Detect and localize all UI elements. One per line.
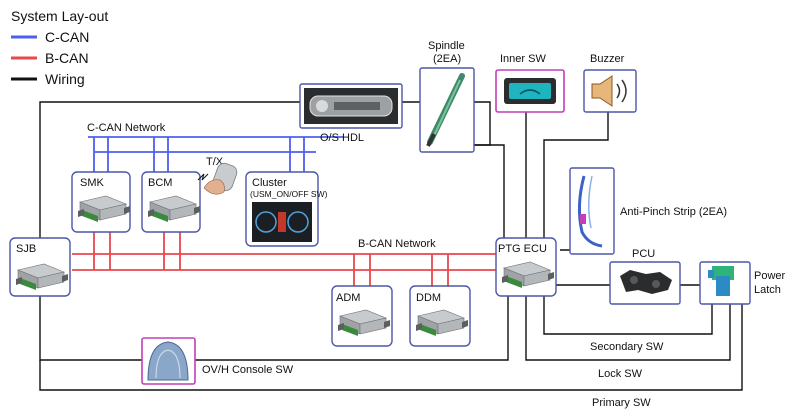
- cluster-label-line2: (USM_ON/OFF SW): [250, 189, 328, 199]
- ptg-ecu-component: [495, 237, 557, 297]
- b-can-network-label: B-CAN Network: [358, 238, 436, 250]
- legend-label-b-can: B-CAN: [45, 50, 89, 66]
- ddm-label: DDM: [416, 292, 441, 304]
- bcm-component: [141, 171, 201, 233]
- ddm-component: [409, 285, 471, 347]
- power-latch-label-line1: Power: [754, 270, 786, 282]
- bcm-label: BCM: [148, 177, 172, 189]
- power-latch-label-line2: Latch: [754, 284, 781, 296]
- legend-title: System Lay-out: [11, 8, 108, 24]
- b-can-lines: [72, 232, 496, 286]
- cluster-component: [245, 171, 319, 247]
- pcu-label: PCU: [632, 248, 655, 260]
- smk-label: SMK: [80, 177, 105, 189]
- buzzer-component: [583, 69, 637, 113]
- sjb-component: [9, 237, 71, 297]
- spindle-component: [419, 67, 475, 153]
- wiring-lines: [39, 101, 743, 391]
- spindle-label-line2: (2EA): [433, 53, 461, 65]
- ovh-console-sw-component: [141, 337, 196, 385]
- ovh-console-label: OV/H Console SW: [202, 364, 294, 376]
- anti-pinch-label: Anti-Pinch Strip (2EA): [620, 206, 727, 218]
- legend-label-wiring: Wiring: [45, 71, 85, 87]
- inner-sw-label: Inner SW: [500, 53, 546, 65]
- c-can-lines: [88, 136, 344, 172]
- anti-pinch-strip-component: [569, 167, 615, 255]
- lock-sw-label: Lock SW: [598, 368, 643, 380]
- sjb-label: SJB: [16, 243, 36, 255]
- secondary-sw-label: Secondary SW: [590, 341, 664, 353]
- power-latch-component: [699, 261, 751, 305]
- adm-label: ADM: [336, 292, 360, 304]
- key-fob-icon: [197, 162, 238, 195]
- primary-sw-label: Primary SW: [592, 397, 651, 409]
- smk-component: [71, 171, 131, 233]
- c-can-network-label: C-CAN Network: [87, 122, 166, 134]
- inner-sw-component: [495, 69, 565, 113]
- buzzer-label: Buzzer: [590, 53, 625, 65]
- cluster-label-line1: Cluster: [252, 177, 287, 189]
- adm-component: [331, 285, 393, 347]
- ptg-ecu-label: PTG ECU: [498, 243, 547, 255]
- legend-label-c-can: C-CAN: [45, 29, 89, 45]
- legend: System Lay-out C-CAN B-CAN Wiring: [11, 8, 108, 87]
- os-hdl-component: [299, 83, 403, 129]
- pcu-component: [609, 261, 681, 305]
- os-hdl-label: O/S HDL: [320, 132, 364, 144]
- spindle-label-line1: Spindle: [428, 40, 465, 52]
